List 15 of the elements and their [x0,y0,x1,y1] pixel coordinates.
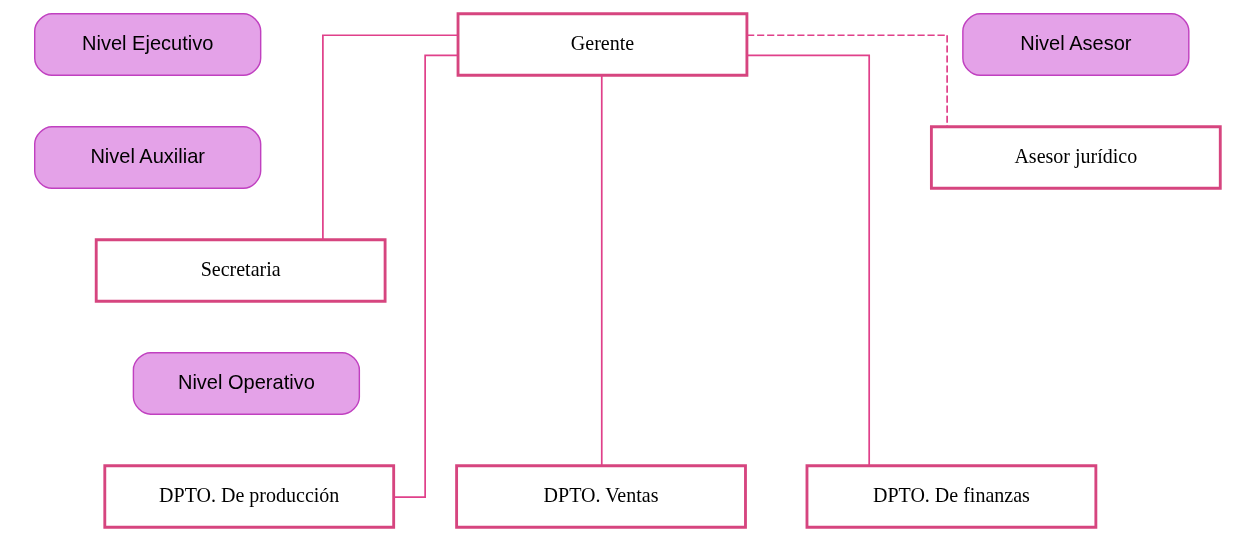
node-box: Asesor jurídico [929,125,1222,190]
node-box: DPTO. De producción [103,464,396,529]
node-box: Nivel Auxiliar [34,126,262,189]
connector [746,34,948,128]
node-box: Nivel Operativo [132,352,361,415]
connector [322,34,459,241]
node-box: Gerente [456,12,749,77]
connector [392,54,459,499]
node-box: DPTO. De finanzas [805,464,1098,529]
node-box: DPTO. Ventas [455,464,747,529]
node-box: Secretaria [94,238,387,303]
connector [746,54,871,467]
node-box: Nivel Ejecutivo [34,13,262,76]
connector [600,74,603,467]
node-box: Nivel Asesor [962,13,1190,76]
